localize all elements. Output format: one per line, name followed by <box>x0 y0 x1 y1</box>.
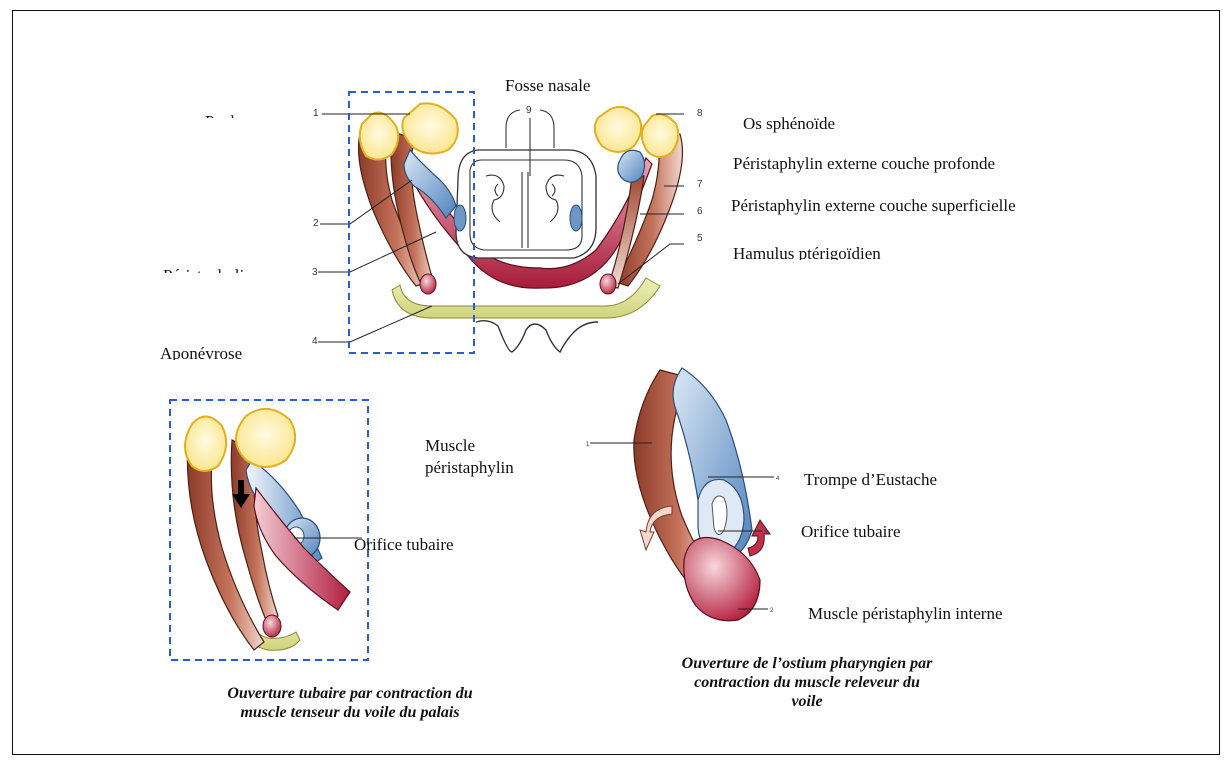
bone-right-outer <box>642 114 679 157</box>
right-number-3: 3 <box>764 528 767 538</box>
label-peristaphylin-externe-superficielle: Péristaphylin externe couche superficiel… <box>731 196 1016 216</box>
hamulus-detail <box>263 615 281 637</box>
right-number-4: 4 <box>776 474 779 484</box>
pharynx-outline <box>476 321 598 352</box>
right-number-2: 2 <box>770 606 773 616</box>
bone-detail-inner <box>236 409 295 467</box>
number-1: 1 <box>313 109 319 119</box>
label-hamulus: Hamulus ptérigoïdien <box>733 244 881 260</box>
number-8: 8 <box>697 109 703 119</box>
nasal-cavity-outline <box>456 150 596 258</box>
number-3: 3 <box>312 268 318 278</box>
label-trompe-eustache: Trompe d’Eustache <box>804 470 937 490</box>
caption-right-line3: voile <box>612 692 1002 711</box>
label-muscle-peristaphylin-1: Muscle <box>425 436 475 456</box>
top-diagram <box>318 92 684 353</box>
caption-right-line1: Ouverture de l’ostium pharyngien par <box>612 654 1002 673</box>
caption-right: Ouverture de l’ostium pharyngien par con… <box>612 654 1002 711</box>
caption-left-line2: muscle tenseur du voile du palais <box>150 703 550 722</box>
number-5: 5 <box>697 234 703 244</box>
label-clipped-2: T <box>170 225 190 230</box>
number-4: 4 <box>312 337 318 347</box>
caption-left: Ouverture tubaire par contraction du mus… <box>150 684 550 722</box>
label-orifice-tubaire-right: Orifice tubaire <box>801 522 901 542</box>
bone-detail-outer <box>185 416 226 471</box>
caption-right-line2: contraction du muscle releveur du <box>612 673 1002 692</box>
hamulus-right <box>600 274 616 294</box>
label-muscle-peristaphylin-interne: Muscle péristaphylin interne <box>808 604 1003 624</box>
eustachian-tube-right <box>618 150 645 182</box>
label-orifice-tubaire-left: Orifice tubaire <box>354 535 454 555</box>
tube-opening-left <box>454 205 466 231</box>
caption-left-line1: Ouverture tubaire par contraction du <box>150 684 550 703</box>
label-clipped-1: Poche <box>205 112 265 118</box>
right-detail-figure <box>590 368 774 621</box>
label-os-sphenoide: Os sphénoïde <box>743 114 835 134</box>
bone-left-outer <box>360 113 399 160</box>
number-2: 2 <box>313 219 319 229</box>
bone-right-inner <box>595 107 641 152</box>
label-aponevrose: Aponévrose <box>160 344 242 360</box>
right-number-1: 1 <box>586 440 589 450</box>
label-peristaphylin-externe-profonde: Péristaphylin externe couche profonde <box>733 154 995 174</box>
hamulus-left <box>420 274 436 294</box>
tube-lumen <box>712 496 727 535</box>
number-6: 6 <box>697 207 703 217</box>
number-7: 7 <box>697 180 703 190</box>
label-fosse-nasale: Fosse nasale <box>505 76 590 96</box>
label-clipped-3: Péristaphylin <box>163 266 263 273</box>
tube-opening-right <box>570 205 582 231</box>
label-muscle-peristaphylin-2: péristaphylin <box>425 458 514 478</box>
number-9: 9 <box>526 106 532 116</box>
left-detail-figure <box>170 400 368 660</box>
